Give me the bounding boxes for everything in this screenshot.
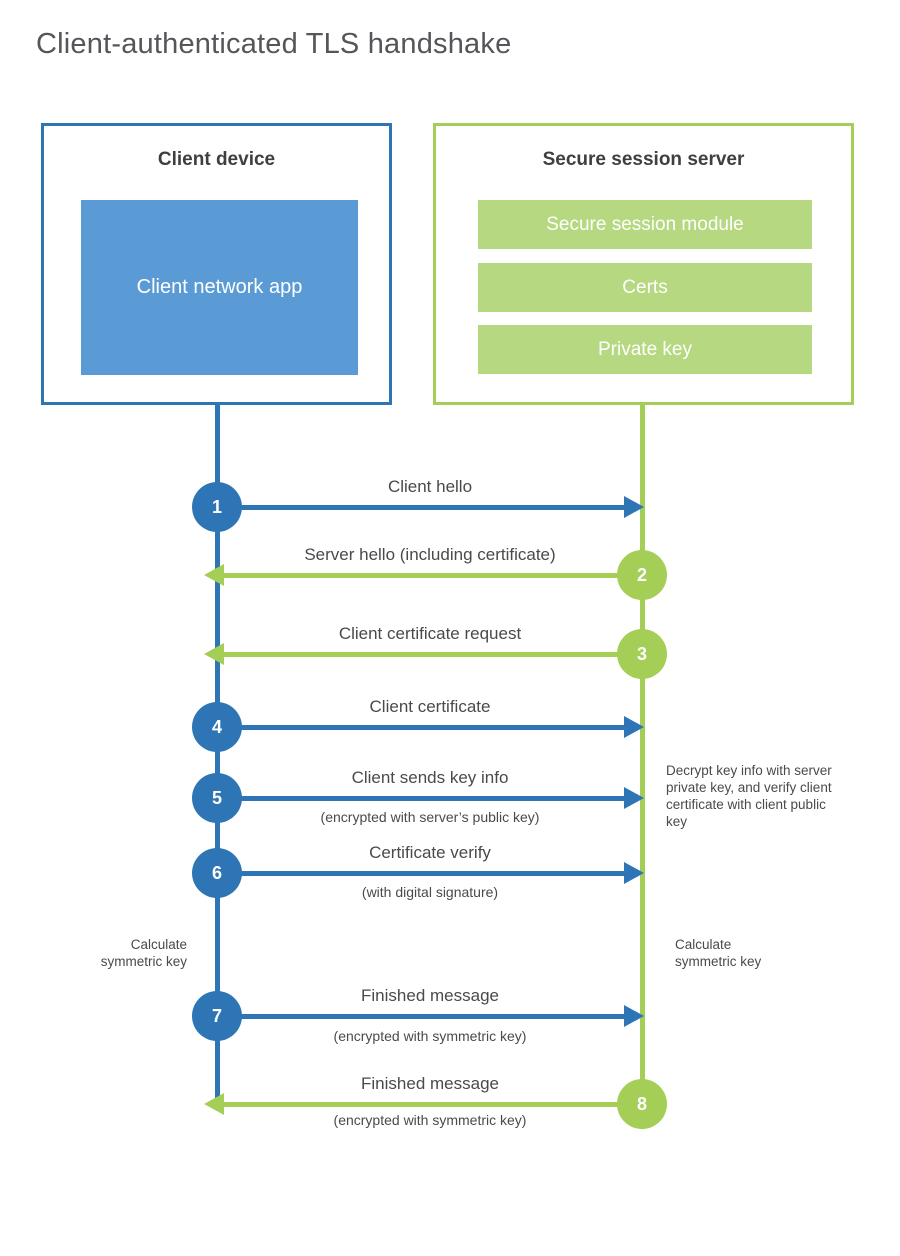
note-calculate-symmetric-key-server: Calculate symmetric key	[675, 937, 762, 969]
message-2-arrowhead-icon	[204, 564, 224, 586]
server-lifeline	[640, 404, 645, 1129]
client-device-box: Client device Client network app	[41, 123, 392, 405]
secure-session-server-box: Secure session server Secure session mod…	[433, 123, 854, 405]
step-circle-4: 4	[192, 702, 242, 752]
message-6-arrowhead-icon	[624, 862, 644, 884]
step-circle-5: 5	[192, 773, 242, 823]
page-title: Client-authenticated TLS handshake	[36, 28, 512, 60]
message-5-sublabel: (encrypted with server’s public key)	[320, 809, 540, 825]
message-5-label: Client sends key info	[351, 768, 509, 787]
message-3-arrow	[224, 652, 642, 657]
message-4-arrow	[217, 725, 626, 730]
message-8-arrow	[224, 1102, 642, 1107]
message-2-label: Server hello (including certificate)	[304, 545, 556, 564]
secure-session-server-title: Secure session server	[542, 149, 745, 170]
server-module-certs: Certs	[478, 263, 812, 312]
note-calculate-symmetric-key-client: Calculate symmetric key	[100, 937, 187, 969]
message-5-arrow	[217, 796, 626, 801]
message-4-arrowhead-icon	[624, 716, 644, 738]
step-circle-2: 2	[617, 550, 667, 600]
message-6-label: Certificate verify	[369, 843, 491, 862]
message-4-label: Client certificate	[369, 697, 491, 716]
message-7-arrow	[217, 1014, 626, 1019]
message-6-arrow	[217, 871, 626, 876]
message-8-sublabel: (encrypted with symmetric key)	[333, 1112, 527, 1128]
message-1-arrow	[217, 505, 626, 510]
message-8-arrowhead-icon	[204, 1093, 224, 1115]
message-7-arrowhead-icon	[624, 1005, 644, 1027]
step-circle-6: 6	[192, 848, 242, 898]
message-7-label: Finished message	[361, 986, 499, 1005]
message-1-arrowhead-icon	[624, 496, 644, 518]
message-7-sublabel: (encrypted with symmetric key)	[333, 1028, 527, 1044]
message-1-label: Client hello	[387, 477, 473, 496]
step-circle-3: 3	[617, 629, 667, 679]
client-network-app-box: Client network app	[81, 200, 358, 375]
message-3-label: Client certificate request	[338, 624, 522, 643]
note-decrypt-key-info: Decrypt key info with server private key…	[666, 763, 832, 829]
message-5-arrowhead-icon	[624, 787, 644, 809]
message-2-arrow	[224, 573, 642, 578]
step-circle-1: 1	[192, 482, 242, 532]
client-device-title: Client device	[157, 149, 276, 170]
message-3-arrowhead-icon	[204, 643, 224, 665]
server-module-private-key: Private key	[478, 325, 812, 374]
step-circle-7: 7	[192, 991, 242, 1041]
client-lifeline	[215, 404, 220, 1106]
message-8-label: Finished message	[361, 1074, 499, 1093]
server-module-secure-session: Secure session module	[478, 200, 812, 249]
message-6-sublabel: (with digital signature)	[361, 884, 499, 900]
step-circle-8: 8	[617, 1079, 667, 1129]
